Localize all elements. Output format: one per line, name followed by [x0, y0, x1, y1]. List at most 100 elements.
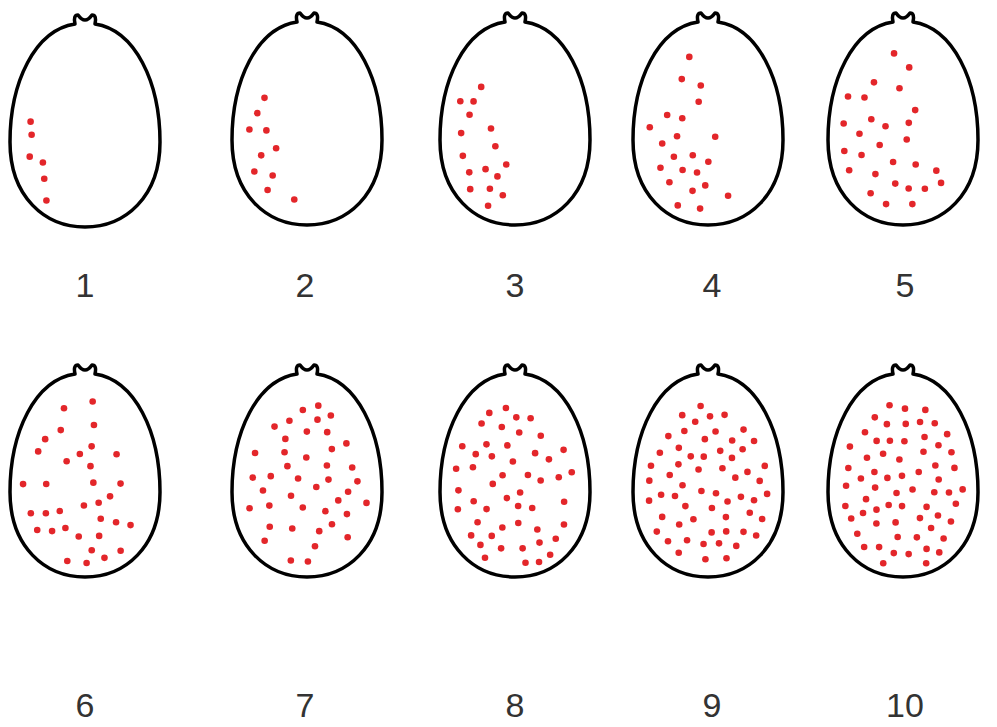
- red-spot: [658, 491, 665, 498]
- red-spot: [537, 477, 544, 484]
- leaf-shape: [232, 13, 382, 225]
- red-spot: [498, 545, 505, 552]
- red-spot: [532, 450, 539, 457]
- red-spot: [892, 519, 899, 526]
- red-spot: [890, 159, 897, 166]
- red-spot: [246, 505, 253, 512]
- red-spot: [345, 489, 352, 496]
- leaf-shape: [633, 13, 783, 225]
- red-spot: [723, 514, 730, 521]
- red-spot: [261, 95, 268, 102]
- red-spot: [922, 407, 929, 414]
- red-spot: [864, 454, 871, 461]
- red-spot: [657, 449, 664, 456]
- red-spot: [522, 559, 529, 566]
- red-spot: [77, 451, 84, 458]
- red-spot: [510, 458, 517, 465]
- leaf-shape: [232, 365, 382, 577]
- red-spot: [113, 519, 120, 526]
- red-spot: [905, 551, 912, 558]
- red-spot: [872, 171, 879, 178]
- red-spot: [723, 528, 730, 535]
- stage-number: 3: [506, 268, 525, 302]
- red-spot: [848, 515, 855, 522]
- red-spot: [884, 475, 891, 482]
- red-spot: [873, 506, 880, 513]
- red-spot: [666, 179, 673, 186]
- red-spot: [902, 421, 909, 428]
- red-spot: [928, 525, 935, 532]
- red-spot: [646, 124, 653, 131]
- red-spot: [249, 474, 256, 481]
- red-spot: [263, 127, 270, 134]
- red-spot: [679, 412, 686, 419]
- red-spot: [127, 522, 134, 529]
- red-spot: [83, 560, 90, 567]
- red-spot: [951, 465, 958, 472]
- red-spot: [899, 473, 906, 480]
- red-spot: [719, 465, 726, 472]
- leaf-outline: [828, 365, 978, 577]
- red-spot: [876, 544, 883, 551]
- red-spot: [940, 535, 947, 542]
- red-spot: [740, 529, 747, 536]
- red-spot: [28, 131, 35, 138]
- red-spot: [887, 438, 894, 445]
- red-spot: [713, 490, 720, 497]
- red-spot: [487, 185, 494, 192]
- red-spot: [466, 111, 473, 118]
- leaf-outline: [10, 15, 160, 227]
- red-spot: [61, 405, 68, 412]
- red-spot: [700, 541, 707, 548]
- red-spot: [674, 202, 681, 209]
- red-spot: [705, 158, 712, 165]
- red-spot: [873, 438, 880, 445]
- red-spot: [89, 398, 96, 405]
- red-spot: [905, 120, 912, 127]
- red-spot: [537, 432, 544, 439]
- red-spot: [725, 192, 732, 199]
- red-spot: [324, 462, 331, 469]
- red-spot: [503, 161, 510, 168]
- red-spot: [682, 503, 689, 510]
- red-spot: [884, 421, 891, 428]
- red-spot: [896, 456, 903, 463]
- stage-number: 1: [76, 268, 95, 302]
- red-spot: [482, 554, 489, 561]
- red-spot: [899, 503, 906, 510]
- red-spot: [527, 415, 534, 422]
- red-spot: [935, 442, 942, 449]
- red-spot: [901, 438, 908, 445]
- red-spot: [923, 504, 930, 511]
- red-spot: [676, 445, 683, 452]
- red-spot: [57, 427, 64, 434]
- red-spot: [266, 523, 273, 530]
- red-spot: [721, 412, 728, 419]
- red-spot: [646, 477, 653, 484]
- red-spot: [845, 93, 852, 100]
- red-spot: [679, 115, 686, 122]
- red-spot: [903, 136, 910, 143]
- red-spot: [534, 526, 541, 533]
- red-spot: [284, 463, 291, 470]
- red-spot: [858, 152, 865, 159]
- red-spot: [697, 82, 704, 89]
- red-spot: [49, 528, 56, 535]
- red-spot: [902, 405, 909, 412]
- red-spot: [665, 433, 672, 440]
- red-spot: [95, 499, 102, 506]
- leaf-shape: [10, 365, 160, 577]
- red-spot: [517, 489, 524, 496]
- red-spot: [43, 197, 50, 204]
- red-spot: [300, 407, 307, 414]
- red-spot: [504, 495, 511, 502]
- stage-number: 9: [703, 688, 722, 722]
- red-spot: [467, 186, 474, 193]
- red-spot: [732, 474, 739, 481]
- red-spot: [91, 422, 98, 429]
- red-spot: [560, 447, 567, 454]
- stage-number: 5: [896, 268, 915, 302]
- red-spot: [246, 126, 253, 133]
- red-spot: [751, 438, 758, 445]
- red-spot: [938, 180, 945, 187]
